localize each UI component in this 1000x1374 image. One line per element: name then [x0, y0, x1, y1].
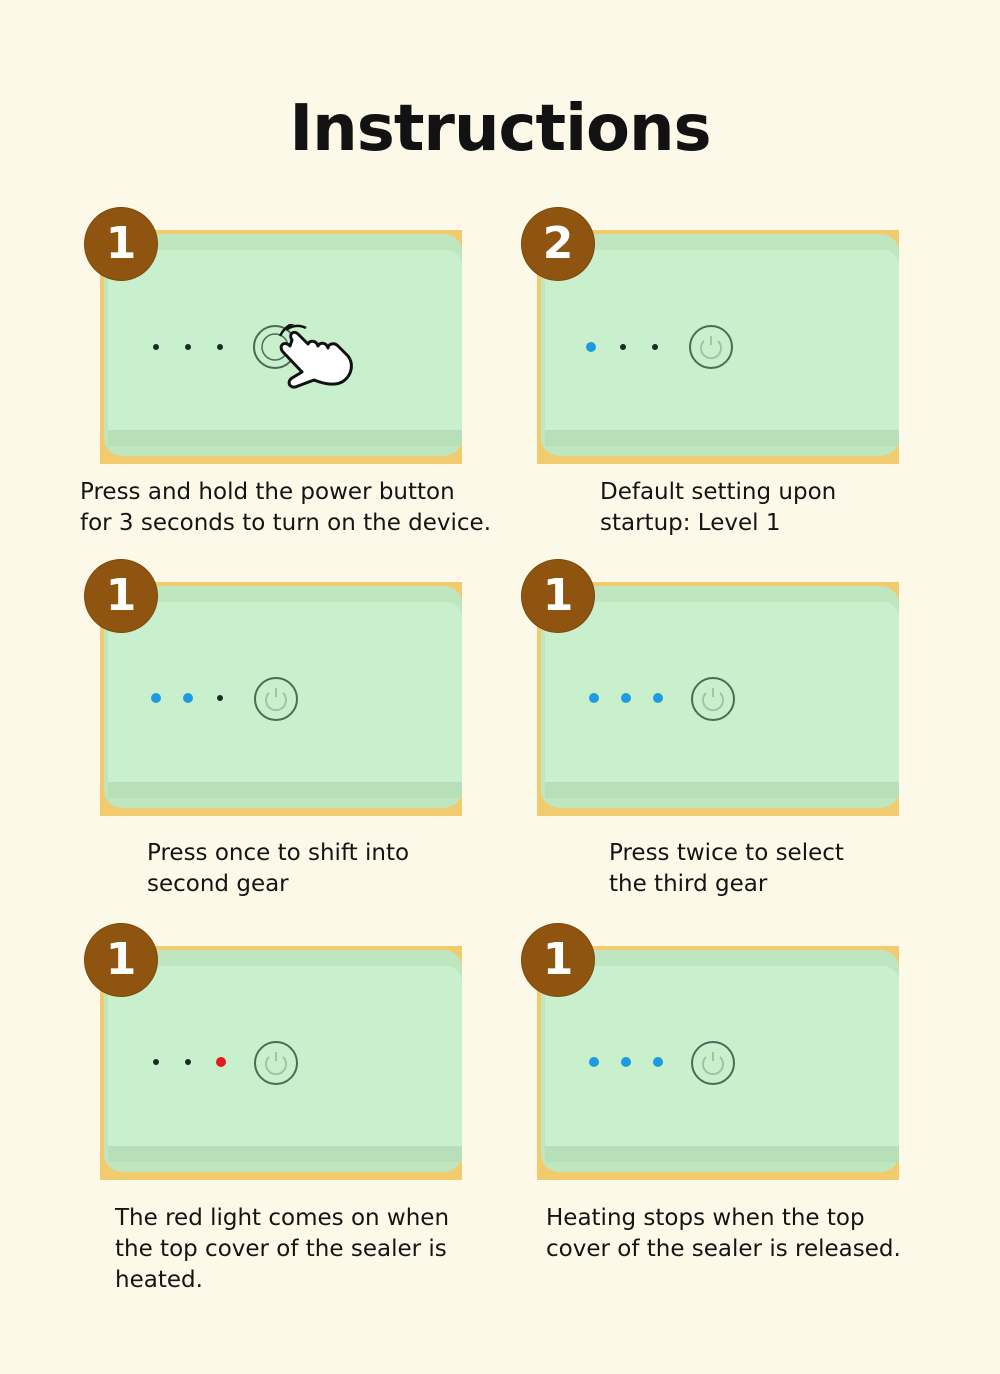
power-button[interactable]	[254, 1041, 298, 1085]
indicator-light-1	[151, 693, 161, 703]
indicator-light-3	[217, 344, 223, 350]
step-panel-4: 1	[522, 560, 899, 816]
indicator-light-1	[153, 344, 159, 350]
step-panel-5: 1	[85, 924, 462, 1180]
indicator-light-3	[216, 1057, 226, 1067]
power-button[interactable]	[254, 677, 298, 721]
sealer-device-illustration	[100, 582, 462, 816]
step-caption-4: Press twice to select the third gear	[609, 840, 844, 897]
step-caption-6: Heating stops when the top cover of the …	[546, 1205, 901, 1262]
step-caption-3: Press once to shift into second gear	[147, 840, 410, 897]
pointing-hand-icon	[278, 324, 353, 389]
indicator-light-2	[621, 1057, 631, 1067]
indicator-light-1	[589, 693, 599, 703]
step-number-badge: 1	[522, 560, 594, 632]
indicator-light-2	[620, 344, 626, 350]
sealer-device-illustration	[537, 946, 899, 1180]
step-panel-3: 1	[85, 560, 462, 816]
indicator-light-1	[153, 1059, 159, 1065]
step-number-badge: 1	[522, 924, 594, 996]
indicator-light-1	[586, 342, 596, 352]
indicator-light-1	[589, 1057, 599, 1067]
indicator-light-3	[217, 695, 223, 701]
indicator-light-2	[621, 693, 631, 703]
indicator-light-2	[185, 1059, 191, 1065]
step-panel-2: 2	[522, 208, 899, 464]
indicator-light-2	[183, 693, 193, 703]
step-panel-6: 1	[522, 924, 899, 1180]
step-caption-1: Press and hold the power button for 3 se…	[80, 479, 492, 536]
indicator-light-3	[653, 1057, 663, 1067]
power-button[interactable]	[689, 325, 733, 369]
step-number-badge: 1	[85, 924, 157, 996]
step-caption-2: Default setting upon startup: Level 1	[600, 479, 837, 536]
indicator-light-3	[652, 344, 658, 350]
sealer-device-illustration	[537, 230, 899, 464]
step-caption-5: The red light comes on when the top cove…	[115, 1205, 450, 1293]
step-number-badge: 2	[522, 208, 594, 280]
power-button[interactable]	[691, 677, 735, 721]
page-title: Instructions	[289, 92, 711, 166]
step-number-badge: 1	[85, 208, 157, 280]
sealer-device-illustration	[537, 582, 899, 816]
power-button[interactable]	[691, 1041, 735, 1085]
step-number-badge: 1	[85, 560, 157, 632]
step-panel-1: 1	[85, 208, 462, 464]
indicator-light-3	[653, 693, 663, 703]
sealer-device-illustration	[100, 946, 462, 1180]
indicator-light-2	[185, 344, 191, 350]
